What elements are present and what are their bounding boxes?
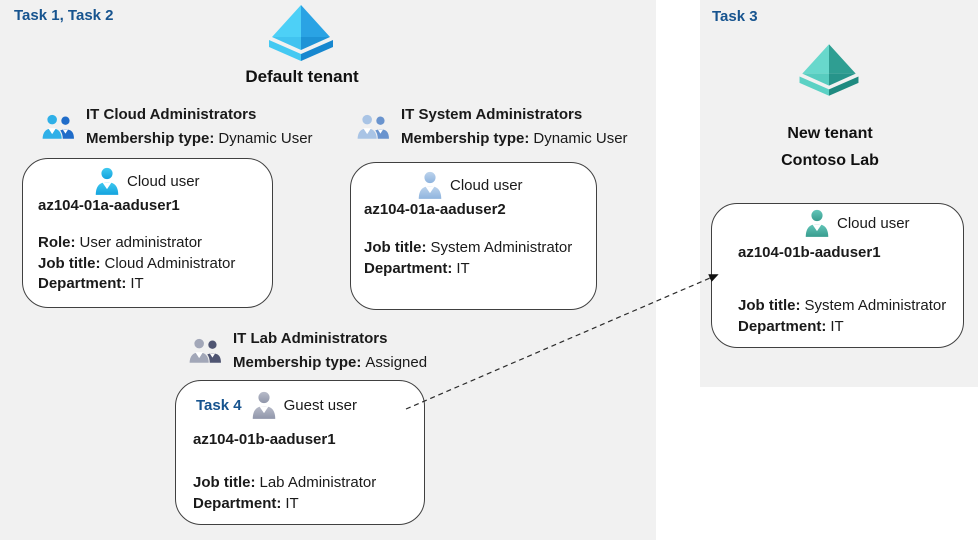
group-it-lab-administrators: IT Lab Administrators Membership type:As… — [188, 327, 427, 375]
user-attributes: Job title:Lab Administrator Department:I… — [193, 473, 376, 514]
guest-user-card: Task 4 Guest user az104-01b-aaduser1 Job… — [175, 380, 425, 525]
user-card-aaduser1: Cloud user az104-01a-aaduser1 Role:User … — [22, 158, 273, 308]
card-header: Task 4 Guest user — [196, 390, 357, 420]
user-name: az104-01b-aaduser1 — [738, 244, 881, 261]
group-icon — [356, 112, 390, 140]
group-title: IT Cloud Administrators — [86, 106, 257, 123]
guest-user-icon — [251, 390, 277, 420]
user-attributes: Job title:System Administrator Departmen… — [738, 296, 946, 337]
group-icon — [41, 112, 75, 140]
user-type-label: Cloud user — [837, 214, 910, 232]
group-icon — [188, 336, 222, 364]
azure-ad-tenant-icon — [262, 4, 340, 62]
user-attributes: Role:User administrator Job title:Cloud … — [38, 233, 235, 295]
attribute-line: Department:IT — [364, 259, 470, 277]
new-tenant-name-line2: Contoso Lab — [781, 152, 879, 169]
group-membership: Membership type:Dynamic User — [401, 130, 628, 147]
group-it-system-administrators: IT System Administrators Membership type… — [356, 103, 628, 151]
user-name: az104-01a-aaduser1 — [38, 197, 180, 214]
attribute-line: Job title:System Administrator — [738, 297, 947, 314]
group-title: IT Lab Administrators — [233, 330, 388, 347]
new-tenant-name: New tenant Contoso Lab — [700, 120, 960, 174]
card-header: Cloud user — [94, 166, 200, 196]
task-label-3: Task 3 — [712, 8, 758, 25]
user-type-label: Cloud user — [127, 172, 200, 190]
card-header: Cloud user — [804, 208, 910, 238]
group-membership: Membership type:Dynamic User — [86, 130, 313, 147]
attribute-line: Job title:Cloud Administrator — [38, 254, 236, 272]
cloud-user-icon — [804, 208, 830, 238]
user-card-aaduser2: Cloud user az104-01a-aaduser2 Job title:… — [350, 162, 597, 310]
card-header: Cloud user — [417, 170, 523, 200]
attribute-line: Department:IT — [193, 494, 299, 512]
attribute-line: Job title:Lab Administrator — [193, 474, 377, 491]
group-it-cloud-administrators: IT Cloud Administrators Membership type:… — [41, 103, 313, 151]
new-tenant-name-line1: New tenant — [787, 125, 873, 142]
group-membership: Membership type:Assigned — [233, 354, 428, 371]
task-label-4: Task 4 — [196, 396, 242, 414]
task-label-1-2: Task 1, Task 2 — [14, 7, 114, 24]
user-name: az104-01b-aaduser1 — [193, 431, 336, 448]
attribute-line: Role:User administrator — [38, 234, 203, 251]
group-title: IT System Administrators — [401, 106, 583, 123]
default-tenant-name: Default tenant — [245, 67, 359, 86]
cloud-user-icon — [94, 166, 120, 196]
attribute-line: Job title:System Administrator — [364, 239, 573, 256]
cloud-user-icon — [417, 170, 443, 200]
user-type-label: Guest user — [283, 396, 357, 414]
attribute-line: Department:IT — [38, 275, 144, 292]
user-attributes: Job title:System Administrator Departmen… — [364, 238, 572, 279]
user-name: az104-01a-aaduser2 — [364, 201, 506, 218]
new-tenant-icon — [794, 37, 864, 103]
user-type-label: Cloud user — [450, 176, 523, 194]
attribute-line: Department:IT — [738, 317, 844, 335]
new-tenant-user-card: Cloud user az104-01b-aaduser1 Job title:… — [711, 203, 964, 348]
